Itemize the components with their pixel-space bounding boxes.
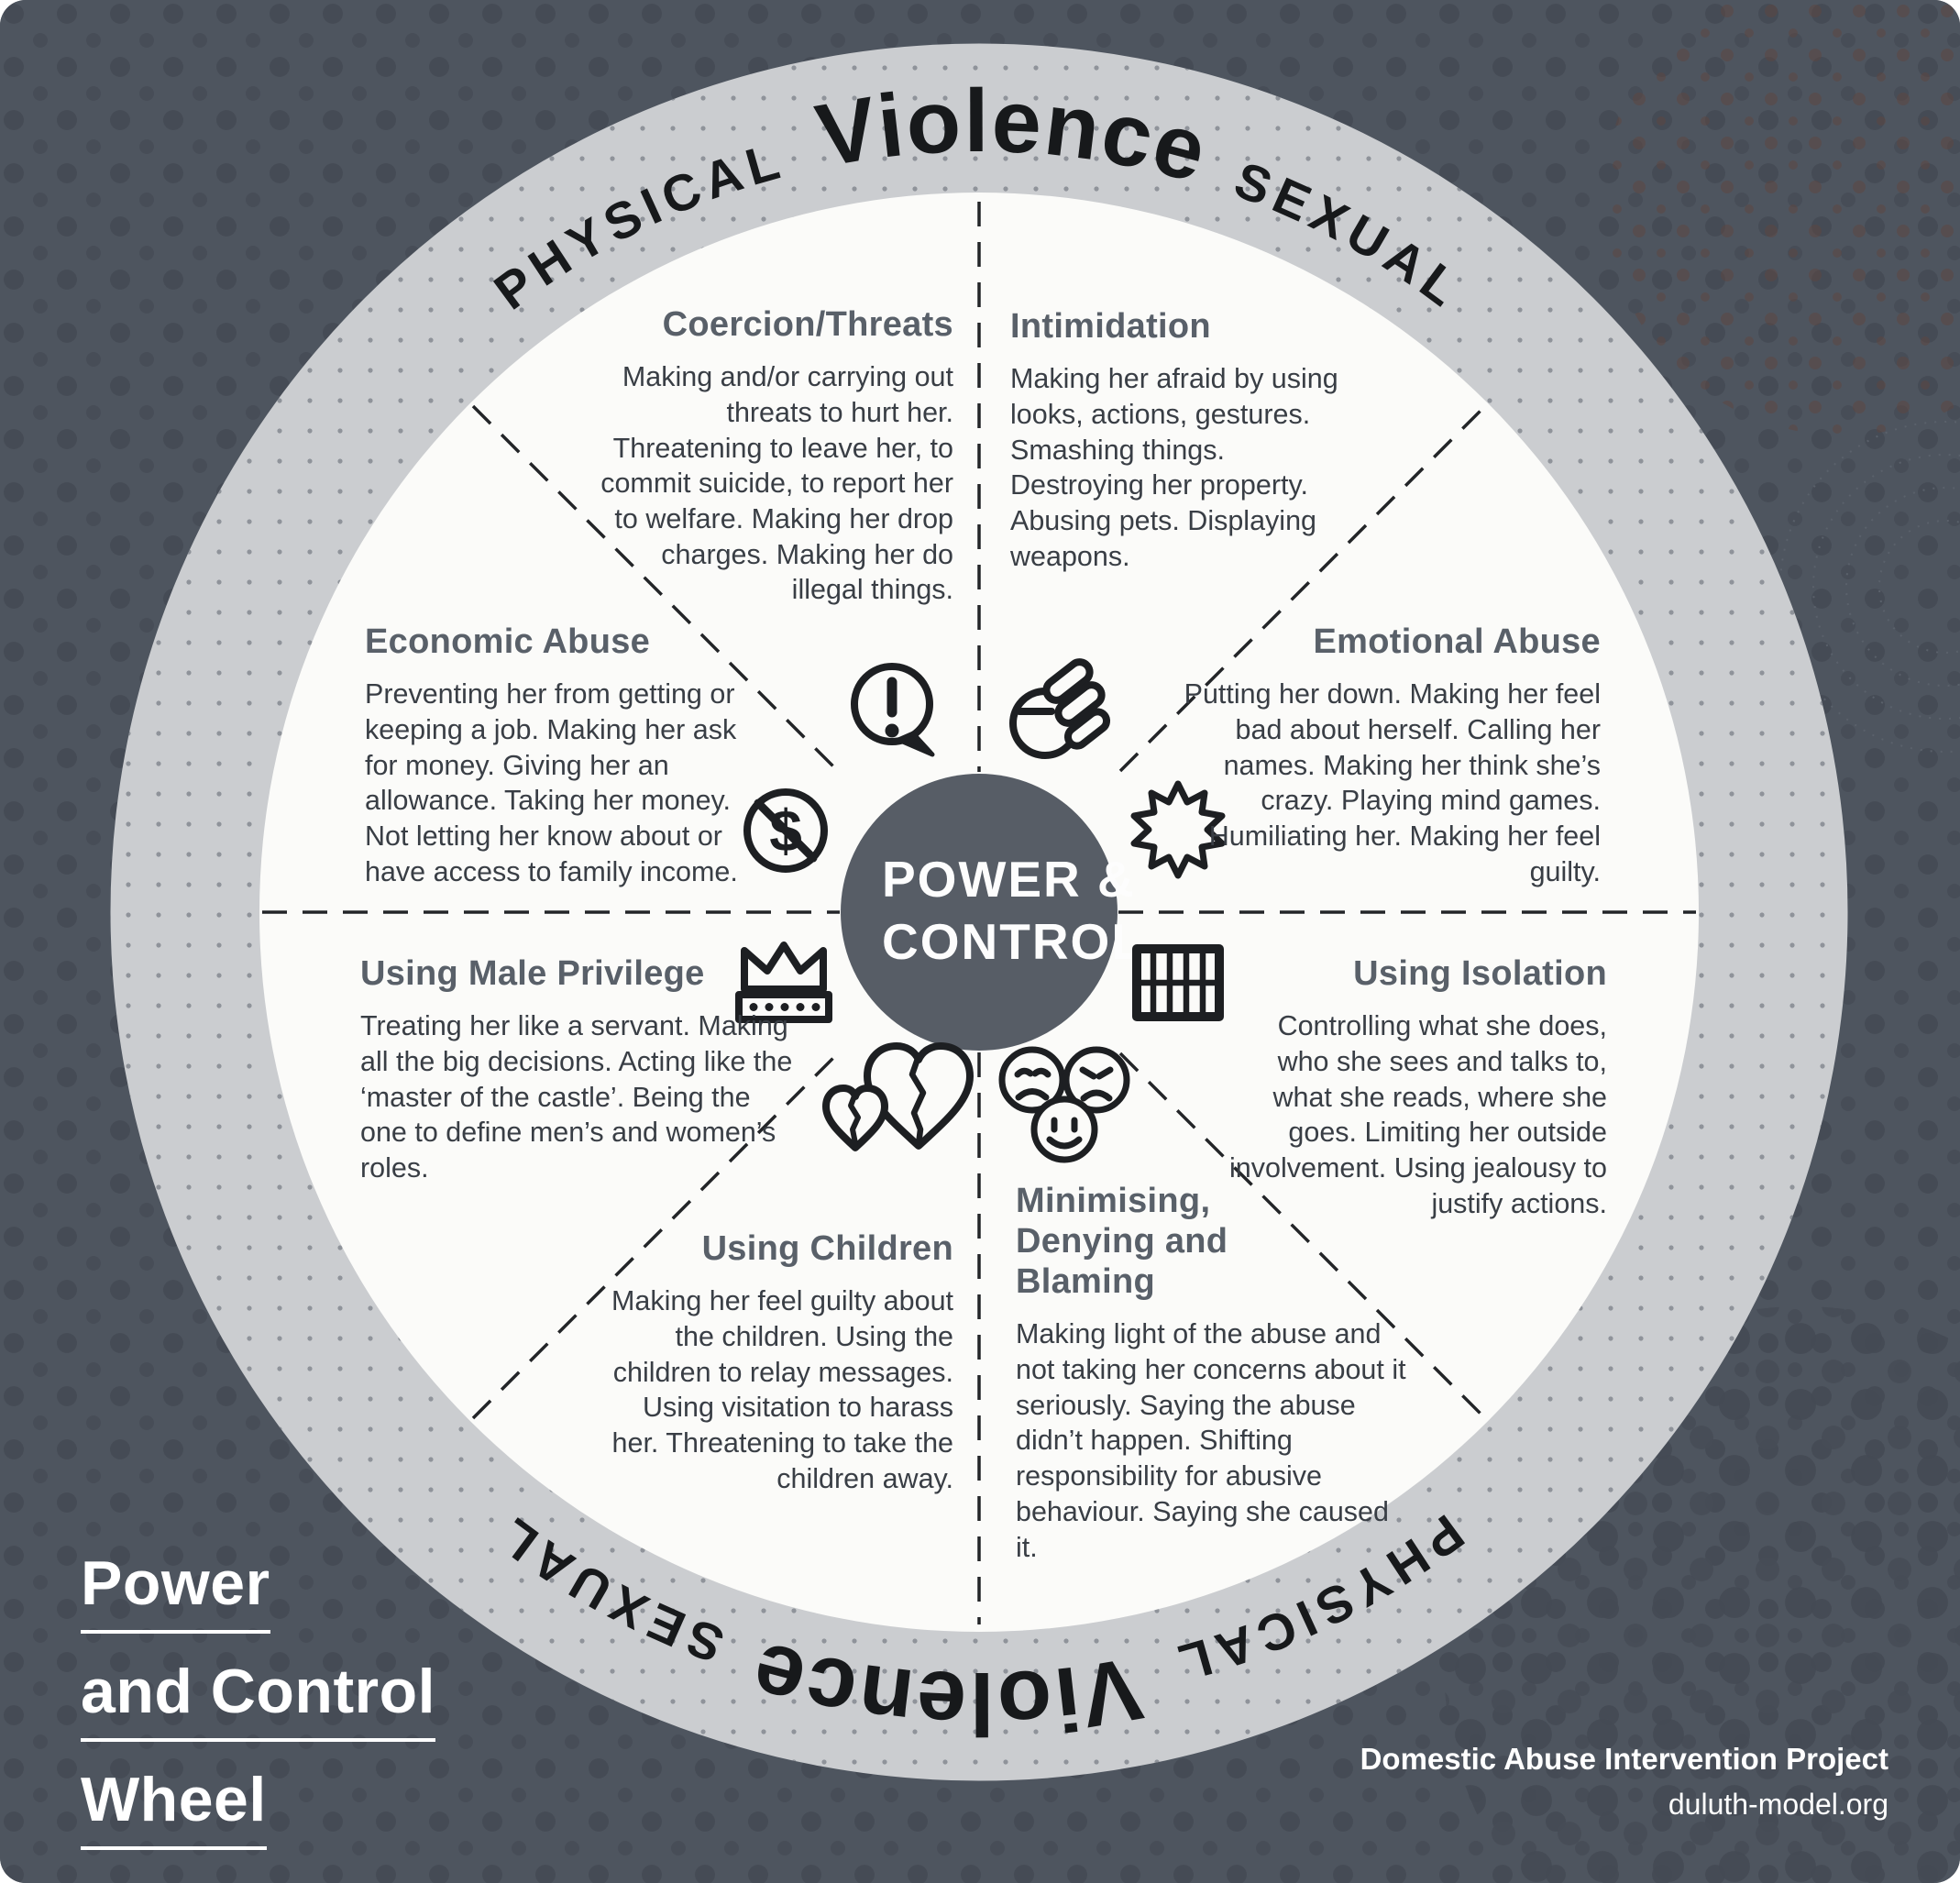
segment-body: Putting her down. Making her feel bad ab…	[1184, 678, 1601, 887]
svg-text:CONTROL: CONTROL	[882, 913, 1144, 970]
segment-using-isolation: Using Isolation Controlling what she doe…	[1227, 953, 1607, 1221]
page-title-line: Wheel	[81, 1764, 267, 1850]
page-title: Power and Control Wheel	[81, 1547, 436, 1872]
segment-body: Controlling what she does, who she sees …	[1229, 1010, 1607, 1219]
segment-coercion-threats: Coercion/Threats Making and/or carrying …	[600, 304, 953, 608]
page-title-line: and Control	[81, 1656, 436, 1742]
outer-ring-dots	[110, 43, 1848, 1781]
segment-intimidation: Intimidation Making her afraid by using …	[1010, 306, 1363, 574]
segment-body: Treating her like a servant. Making all …	[360, 1010, 793, 1184]
segment-title: Minimising, Denying and Blaming	[1016, 1182, 1228, 1302]
center-label: POWER & CONTROL	[882, 851, 1144, 970]
center-circle	[841, 774, 1118, 1051]
segment-title: Using Children	[701, 1229, 953, 1268]
exclamation-speech-bubble-icon	[851, 663, 935, 757]
credit-organisation: Domestic Abuse Intervention Project	[1360, 1742, 1888, 1776]
page-title-line: Power	[81, 1547, 270, 1634]
credit-website: duluth-model.org	[1668, 1788, 1888, 1821]
broken-hearts-icon	[822, 1042, 974, 1151]
segment-body: Preventing her from getting or keeping a…	[365, 678, 738, 887]
segment-economic-abuse: Economic Abuse Preventing her from getti…	[365, 622, 764, 889]
no-money-icon: $	[743, 788, 828, 873]
segment-using-male-privilege: Using Male Privilege Treating her like a…	[360, 953, 796, 1186]
segment-minimising-denying-blaming: Minimising, Denying and Blaming Making l…	[1016, 1181, 1412, 1565]
segment-body: Making her feel guilty about the childre…	[611, 1285, 953, 1494]
segment-title: Intimidation	[1010, 307, 1211, 346]
segment-title: Economic Abuse	[365, 622, 651, 661]
red-halftone-accent	[1604, 0, 1960, 435]
segment-using-children: Using Children Making her feel guilty ab…	[589, 1228, 953, 1496]
fist-icon	[1009, 658, 1111, 759]
credit: Domestic Abuse Intervention Project dulu…	[1360, 1742, 1888, 1822]
crown-icon	[735, 942, 832, 1023]
segment-title: Coercion/Threats	[662, 305, 953, 344]
segment-title: Using Male Privilege	[360, 954, 705, 993]
segment-title: Using Isolation	[1353, 954, 1607, 993]
window-bars-icon	[1132, 944, 1224, 1021]
svg-text:POWER &: POWER &	[882, 851, 1136, 908]
starburst-icon	[1130, 780, 1226, 879]
three-faces-icon	[998, 1046, 1130, 1163]
segment-body: Making and/or carrying out threats to hu…	[600, 361, 953, 606]
segment-body: Making her afraid by using looks, action…	[1010, 363, 1338, 572]
segment-dividers	[262, 202, 1696, 1624]
segment-body: Making light of the abuse and not taking…	[1016, 1318, 1406, 1563]
segment-title: Emotional Abuse	[1313, 622, 1601, 661]
segment-emotional-abuse: Emotional Abuse Putting her down. Making…	[1181, 622, 1601, 889]
concentric-rings-accent	[1779, 421, 1960, 753]
